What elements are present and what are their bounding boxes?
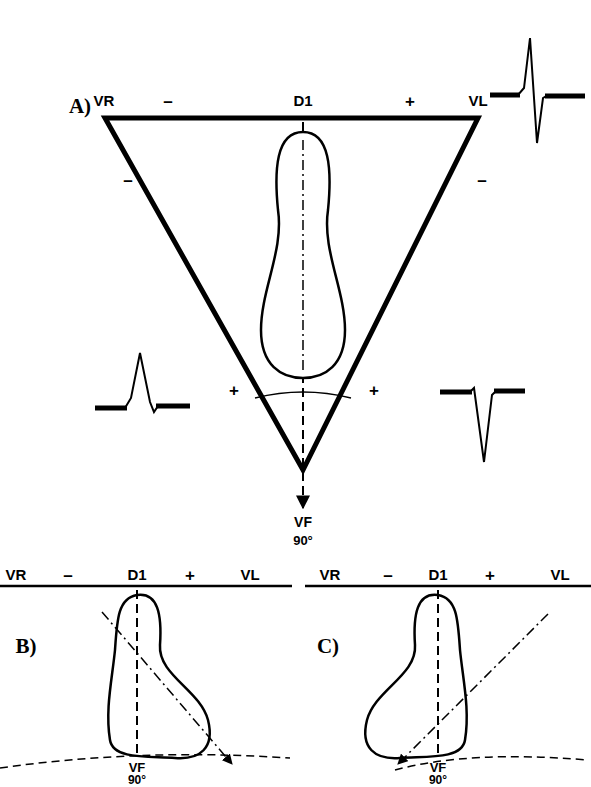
mean-axis (102, 612, 232, 764)
lead-label: + (185, 567, 195, 584)
arc (255, 392, 351, 398)
lead-label: 90° (128, 774, 146, 786)
lead-label: VL (550, 567, 569, 582)
lead-label: – (63, 567, 72, 584)
lead-label: – (477, 172, 486, 189)
lead-label: – (383, 567, 392, 584)
panel-letter: B) (16, 636, 37, 657)
lead-label: 90° (293, 534, 313, 547)
lead-label: D1 (428, 567, 447, 582)
axis-line (437, 590, 439, 756)
lead-axis (305, 585, 591, 588)
lead-label: – (123, 172, 132, 189)
lead-label: VF (294, 515, 312, 529)
biphasic-wave (490, 38, 585, 143)
vector-loop (365, 595, 466, 758)
einthoven-triangle (105, 118, 478, 470)
lead-label: VL (468, 93, 487, 108)
mean-axis (398, 614, 548, 764)
axis-line (136, 590, 138, 756)
lead-label: VR (320, 567, 341, 582)
panel-letter: C) (317, 636, 339, 657)
lead-label: + (485, 567, 495, 584)
lead-label: VR (94, 93, 115, 108)
lead-label: + (405, 93, 415, 110)
positive-wave (95, 353, 190, 412)
panel-letter: A) (69, 96, 91, 117)
lead-label: VR (6, 567, 27, 582)
loop-axis (302, 140, 304, 372)
lead-label: D1 (293, 93, 312, 108)
lead-axis (0, 585, 292, 588)
lead-label: VF (430, 761, 447, 774)
lead-label: + (229, 382, 239, 399)
lead-label: – (163, 93, 172, 110)
negative-wave (440, 388, 525, 462)
lead-label: + (369, 382, 379, 399)
vector-loop (261, 132, 345, 378)
lead-label: D1 (127, 567, 146, 582)
arc (395, 757, 588, 770)
vector-loop (108, 595, 209, 758)
lead-label: 90° (429, 774, 447, 786)
lead-label: VL (240, 567, 259, 582)
lead-label: VF (129, 761, 146, 774)
